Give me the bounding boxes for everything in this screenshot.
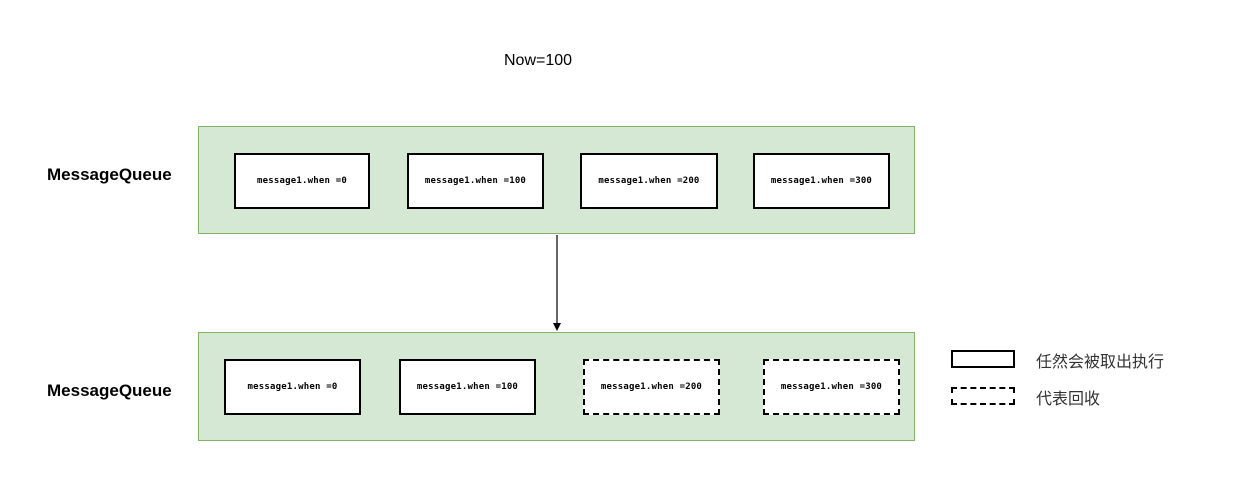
queue-label-top: MessageQueue	[47, 165, 172, 184]
message-box: message1.when =0	[234, 153, 370, 209]
message-box: message1.when =200	[580, 153, 718, 209]
message-box-recycled: message1.when =300	[763, 359, 900, 415]
queue-label-bottom: MessageQueue	[47, 381, 172, 400]
legend-solid-swatch	[951, 350, 1015, 368]
message-queue-top: message1.when =0 message1.when =100 mess…	[198, 126, 915, 234]
legend-dashed-swatch	[951, 387, 1015, 405]
legend-solid-label: 任然会被取出执行	[1036, 352, 1165, 371]
message-box: message1.when =100	[399, 359, 536, 415]
message-box: message1.when =300	[753, 153, 890, 209]
now-label: Now=100	[504, 52, 573, 69]
message-box: message1.when =0	[224, 359, 361, 415]
legend-dashed-label: 代表回收	[1036, 389, 1101, 408]
message-queue-bottom: message1.when =0 message1.when =100 mess…	[198, 332, 915, 441]
message-box: message1.when =100	[407, 153, 544, 209]
message-box-recycled: message1.when =200	[583, 359, 720, 415]
